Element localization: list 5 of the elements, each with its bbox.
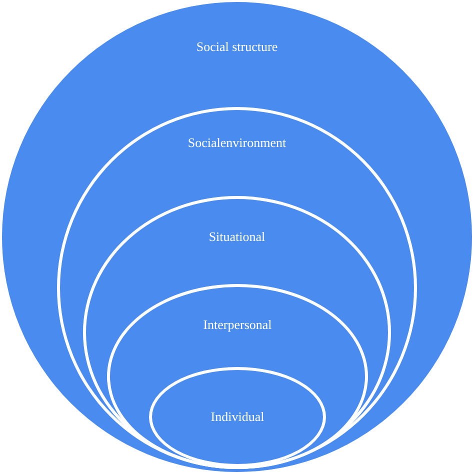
layer-label: Individual: [210, 409, 264, 425]
layer-label: Situational: [208, 229, 266, 245]
layer-label: Socialenvironment: [188, 135, 286, 151]
layer-label: Interpersonal: [203, 317, 272, 333]
layer-label: Social structure: [196, 39, 278, 55]
